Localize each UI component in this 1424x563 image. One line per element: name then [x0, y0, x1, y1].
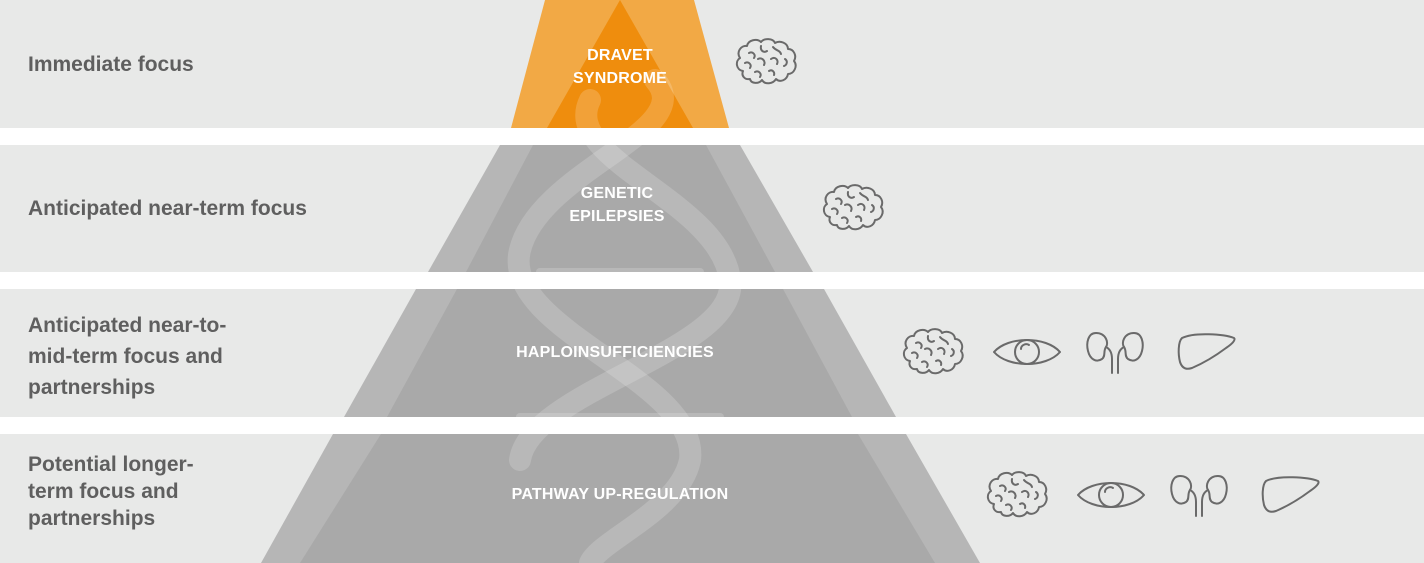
tier-label-line: SYNDROME	[572, 70, 668, 87]
band-label-line: Potential longer-	[28, 453, 194, 476]
liver-icon	[1176, 330, 1238, 374]
tier-label-line: PATHWAY UP-REGULATION	[511, 486, 729, 503]
tier-1-inner	[547, 0, 693, 128]
brain-icon	[820, 183, 886, 233]
band-label-line: Anticipated near-to-	[28, 314, 227, 337]
liver-icon	[1260, 473, 1322, 517]
tier-label-pathway-up-regulation: PATHWAY UP-REGULATION	[440, 483, 800, 506]
kidneys-icon	[1168, 472, 1230, 518]
brain-icon	[984, 470, 1050, 520]
brain-icon	[900, 327, 966, 377]
tier-label-line: EPILEPSIES	[569, 208, 665, 225]
tier-label-line: GENETIC	[580, 185, 654, 202]
helix-decoration	[507, 69, 742, 563]
band-label-line: partnerships	[28, 376, 156, 399]
band-label-near-to-mid-term: Anticipated near-to- mid-term focus and …	[28, 310, 226, 403]
band-label-immediate: Immediate focus	[28, 51, 194, 78]
band-label-longer-term: Potential longer- term focus and partner…	[28, 451, 194, 532]
tier-2-inner	[466, 145, 775, 272]
tier-label-genetic-epilepsies: GENETIC EPILEPSIES	[517, 182, 717, 228]
band-label-line: term focus and	[28, 480, 179, 503]
tier-label-haploinsufficiencies: HAPLOINSUFFICIENCIES	[460, 341, 770, 364]
band-label-line: mid-term focus and	[28, 345, 223, 368]
band-label-line: Immediate focus	[28, 53, 194, 76]
band-label-line: Anticipated near-term focus	[28, 197, 307, 220]
tier-label-line: DRAVET	[587, 47, 653, 64]
tier-3-inner	[387, 289, 852, 417]
band-label-line: partnerships	[28, 507, 156, 530]
eye-icon	[1076, 475, 1146, 515]
kidneys-icon	[1084, 329, 1146, 375]
tier-label-line: HAPLOINSUFFICIENCIES	[516, 344, 714, 361]
tier-label-dravet-syndrome: DRAVET SYNDROME	[540, 44, 700, 90]
eye-icon	[992, 332, 1062, 372]
band-label-near-term: Anticipated near-term focus	[28, 195, 307, 222]
brain-icon	[733, 37, 799, 87]
tier-4-inner	[300, 434, 935, 563]
